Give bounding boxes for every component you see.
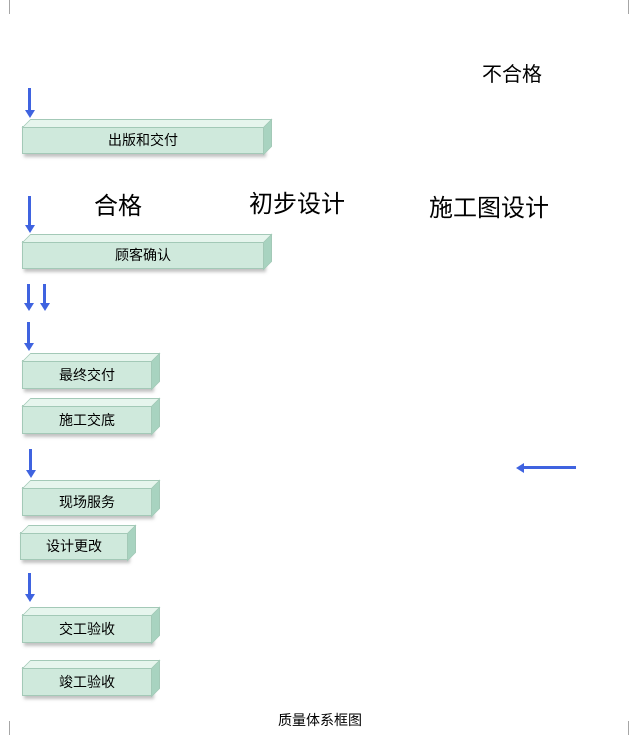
flow-box-customer-confirm: 顾客确认 xyxy=(22,241,264,269)
label-qualified: 合格 xyxy=(94,193,142,220)
page-margin-mark xyxy=(9,0,10,14)
flow-box-label: 最终交付 xyxy=(59,366,115,383)
label-construction-drawing-design: 施工图设计 xyxy=(429,195,549,222)
flow-box-label: 现场服务 xyxy=(59,493,115,510)
flow-box-handover-acceptance: 交工验收 xyxy=(22,614,152,643)
down-arrow-icon xyxy=(24,196,35,233)
flow-box-design-change: 设计更改 xyxy=(20,532,128,560)
page-margin-mark xyxy=(628,0,629,14)
flow-box-construction-disclosure: 施工交底 xyxy=(22,405,152,434)
flow-box-label: 设计更改 xyxy=(46,538,102,554)
label-preliminary-design: 初步设计 xyxy=(249,191,345,218)
down-arrow-icon xyxy=(23,322,34,351)
flow-box-label: 顾客确认 xyxy=(115,247,171,263)
down-arrow-icon xyxy=(23,284,34,311)
label-not-qualified: 不合格 xyxy=(482,64,542,86)
flow-box-label: 竣工验收 xyxy=(59,673,115,690)
page-margin-mark xyxy=(9,721,10,735)
down-arrow-icon xyxy=(25,449,36,478)
page-margin-mark xyxy=(628,721,629,735)
flow-box-publish-delivery: 出版和交付 xyxy=(22,126,264,154)
flow-box-label: 施工交底 xyxy=(59,411,115,428)
down-arrow-icon xyxy=(39,284,50,311)
flow-box-label: 出版和交付 xyxy=(108,132,178,148)
flow-box-completion-acceptance: 竣工验收 xyxy=(22,667,152,696)
flow-box-label: 交工验收 xyxy=(59,620,115,637)
left-arrow-icon xyxy=(516,462,576,473)
flow-box-final-delivery: 最终交付 xyxy=(22,360,152,389)
down-arrow-icon xyxy=(24,573,35,602)
diagram-caption: 质量体系框图 xyxy=(278,712,362,728)
flow-box-site-service: 现场服务 xyxy=(22,487,152,516)
down-arrow-icon xyxy=(24,88,35,118)
